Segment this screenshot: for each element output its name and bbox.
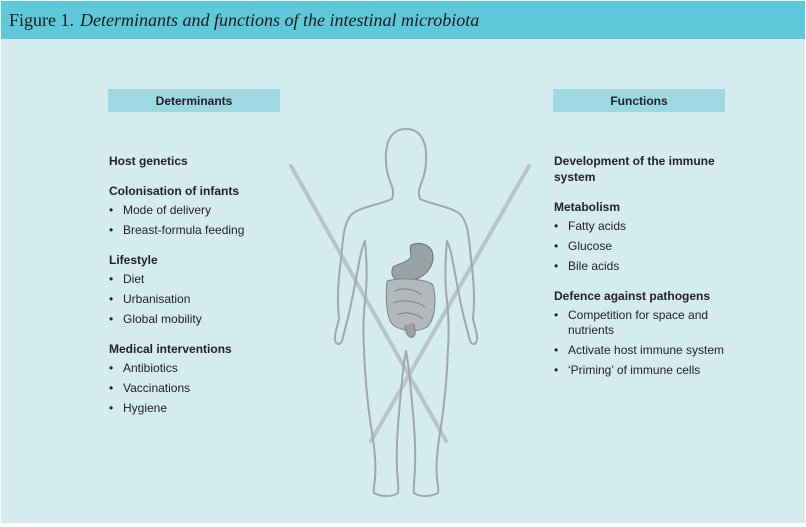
determinant-group-colonisation: Colonisation of infants Mode of delivery… — [109, 183, 309, 238]
list-item: Mode of delivery — [109, 203, 309, 218]
function-group-pathogen-defence: Defence against pathogens Competition fo… — [554, 288, 734, 378]
group-title: Host genetics — [109, 153, 309, 169]
group-title: Lifestyle — [109, 252, 309, 268]
determinant-group-lifestyle: Lifestyle Diet Urbanisation Global mobil… — [109, 252, 309, 327]
determinants-header: Determinants — [108, 89, 280, 112]
list-item: Competition for space and nutrients — [554, 308, 734, 338]
list-item: Glucose — [554, 239, 754, 254]
determinants-column: Host genetics Colonisation of infants Mo… — [109, 153, 309, 430]
list-item: Antibiotics — [109, 361, 309, 376]
group-title: Colonisation of infants — [109, 183, 309, 199]
determinant-group-host-genetics: Host genetics — [109, 153, 309, 169]
group-title: Metabolism — [554, 199, 754, 215]
group-title: Defence against pathogens — [554, 288, 734, 304]
determinant-group-medical: Medical interventions Antibiotics Vaccin… — [109, 341, 309, 416]
function-group-immune-development: Development of the immune system — [554, 153, 734, 185]
list-item: Breast-formula feeding — [109, 223, 309, 238]
function-group-metabolism: Metabolism Fatty acids Glucose Bile acid… — [554, 199, 754, 274]
list-item: ‘Priming’ of immune cells — [554, 363, 734, 378]
list-item: Fatty acids — [554, 219, 754, 234]
list-item: Diet — [109, 272, 309, 287]
list-item: Bile acids — [554, 259, 754, 274]
stomach-shape — [392, 244, 433, 282]
intestines-shape — [386, 279, 435, 337]
functions-column: Development of the immune system Metabol… — [554, 153, 754, 392]
group-title: Development of the immune system — [554, 153, 734, 185]
functions-header: Functions — [553, 89, 725, 112]
list-item: Global mobility — [109, 312, 309, 327]
group-title: Medical interventions — [109, 341, 309, 357]
list-item: Hygiene — [109, 401, 309, 416]
list-item: Activate host immune system — [554, 343, 734, 358]
list-item: Urbanisation — [109, 292, 309, 307]
list-item: Vaccinations — [109, 381, 309, 396]
